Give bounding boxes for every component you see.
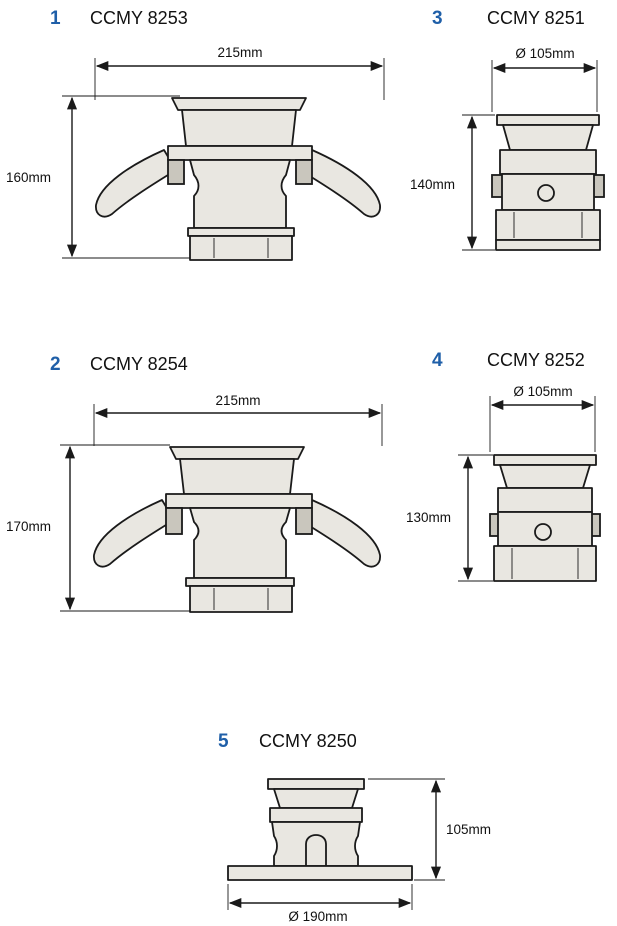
item-5-model-label: CCMY 8250 — [259, 731, 357, 751]
item-4-width-label: Ø 105mm — [513, 384, 572, 399]
item-2-number: 2 — [50, 354, 61, 375]
item-1-number: 1 — [50, 8, 61, 29]
item-5-number: 5 — [218, 731, 229, 752]
item-4-winch-drawing — [489, 454, 601, 582]
item-3-ccmy-8251: 3 CCMY 8251 Ø 105mm 140mm — [410, 8, 605, 251]
item-5-width-label: Ø 190mm — [288, 909, 347, 924]
item-2-model-label: CCMY 8254 — [90, 354, 188, 374]
item-3-model-label: CCMY 8251 — [487, 8, 585, 28]
item-2-ccmy-8254: 2 CCMY 8254 215mm 170mm — [6, 354, 383, 613]
item-5-height-label: 105mm — [446, 822, 491, 837]
item-4-height-label: 130mm — [406, 510, 451, 525]
item-5-winch-drawing — [227, 778, 413, 881]
item-3-height-label: 140mm — [410, 177, 455, 192]
item-3-width-label: Ø 105mm — [515, 46, 574, 61]
item-1-winch-drawing — [95, 97, 381, 261]
item-1-model-label: CCMY 8253 — [90, 8, 188, 28]
item-1-width-label: 215mm — [217, 45, 262, 60]
item-4-number: 4 — [432, 350, 443, 371]
item-2-height-label: 170mm — [6, 519, 51, 534]
item-2-winch-drawing — [93, 446, 381, 613]
item-2-width-label: 215mm — [215, 393, 260, 408]
item-4-model-label: CCMY 8252 — [487, 350, 585, 370]
item-4-ccmy-8252: 4 CCMY 8252 Ø 105mm 130mm — [406, 350, 601, 582]
item-5-ccmy-8250: 5 CCMY 8250 105mm Ø 190mm — [218, 731, 491, 924]
item-1-ccmy-8253: 1 CCMY 8253 215mm 160mm — [6, 8, 385, 261]
item-1-height-label: 160mm — [6, 170, 51, 185]
item-3-winch-drawing — [491, 114, 605, 251]
item-3-number: 3 — [432, 8, 443, 29]
